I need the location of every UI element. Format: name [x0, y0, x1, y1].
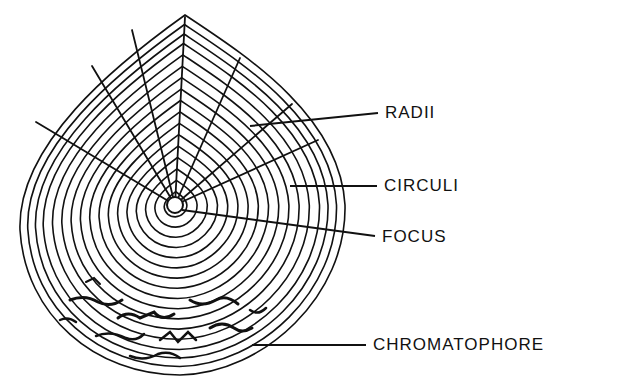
radius-line [92, 66, 175, 205]
part-label: RADII [384, 104, 436, 123]
chromatophore-mark [250, 308, 266, 313]
leader-line [182, 210, 375, 236]
radius-line [175, 58, 240, 205]
leader-line [252, 344, 366, 346]
part-label: FOCUS [381, 228, 448, 247]
radius-line [175, 17, 185, 205]
chromatophore-mark [86, 278, 100, 284]
chromatophore-mark [118, 312, 174, 318]
scale-outline [20, 15, 345, 375]
leader-line [290, 185, 377, 187]
circuli-rings [20, 15, 345, 375]
focus-center [167, 197, 183, 213]
chromatophore-mark [130, 353, 180, 359]
chromatophore-mark [70, 297, 122, 304]
part-label: CIRCULI [383, 177, 460, 196]
radius-line [175, 140, 318, 205]
radius-line [175, 104, 292, 205]
chromatophore-mark [60, 318, 76, 322]
chromatophore-mark [96, 333, 144, 339]
radius-line [132, 30, 175, 205]
chromatophore-mark [210, 324, 252, 331]
radii-lines [36, 17, 318, 205]
part-label: CHROMATOPHORE [372, 336, 545, 355]
chromatophore-mark [190, 298, 238, 304]
leader-lines [182, 113, 378, 345]
leader-line [250, 113, 378, 126]
chromatophore-mark [160, 332, 196, 342]
chromatophores [60, 278, 266, 359]
radius-line [36, 122, 175, 205]
